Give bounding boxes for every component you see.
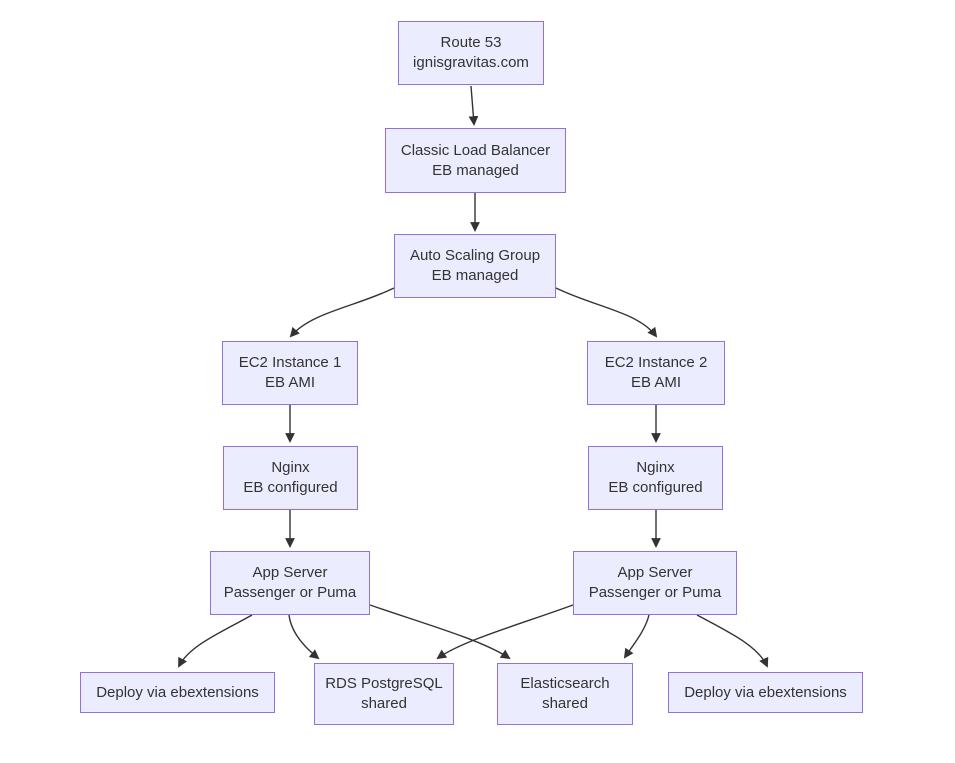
node-sublabel: Passenger or Puma (223, 584, 357, 601)
node-label: App Server (617, 564, 693, 581)
node-nginx-1: Nginx EB configured (223, 446, 358, 510)
node-label: RDS PostgreSQL (325, 675, 443, 692)
node-route53: Route 53 ignisgravitas.com (398, 21, 544, 85)
node-sublabel: EB configured (243, 479, 338, 496)
node-label: EC2 Instance 1 (238, 354, 342, 371)
edge-app-1-to-deploy-1 (178, 614, 253, 668)
edge-app-2-to-rds (436, 604, 574, 660)
node-sublabel: ignisgravitas.com (413, 54, 529, 71)
node-label: Deploy via ebextensions (96, 683, 259, 701)
edge-app-1-to-rds (288, 614, 320, 660)
node-nginx-2: Nginx EB configured (588, 446, 723, 510)
node-label: EC2 Instance 2 (604, 354, 708, 371)
node-sublabel: EB managed (431, 267, 519, 284)
node-app-server-2: App Server Passenger or Puma (573, 551, 737, 615)
node-elasticsearch: Elasticsearch shared (497, 663, 633, 725)
node-auto-scaling-group: Auto Scaling Group EB managed (394, 234, 556, 298)
edge-route53-to-clb (468, 85, 479, 126)
node-sublabel: shared (542, 695, 588, 712)
node-label: Elasticsearch (520, 675, 610, 692)
node-rds-postgresql: RDS PostgreSQL shared (314, 663, 454, 725)
node-sublabel: Passenger or Puma (588, 584, 722, 601)
edge-app-2-to-deploy-2 (696, 614, 769, 668)
node-label: Route 53 (440, 34, 502, 51)
node-label: Nginx (636, 459, 675, 476)
node-deploy-ebextensions-2: Deploy via ebextensions (668, 672, 863, 713)
node-label: Classic Load Balancer (400, 141, 551, 159)
edge-app-2-to-es (623, 614, 650, 659)
node-label: Auto Scaling Group (409, 247, 541, 264)
node-label: App Server (252, 564, 328, 581)
edge-app-1-to-es (369, 604, 511, 660)
node-ec2-instance-1: EC2 Instance 1 EB AMI (222, 341, 358, 405)
node-ec2-instance-2: EC2 Instance 2 EB AMI (587, 341, 725, 405)
node-deploy-ebextensions-1: Deploy via ebextensions (80, 672, 275, 713)
node-sublabel: EB configured (608, 479, 703, 496)
node-app-server-1: App Server Passenger or Puma (210, 551, 370, 615)
node-sublabel: shared (361, 695, 407, 712)
node-label: Deploy via ebextensions (684, 683, 847, 701)
node-sublabel: EB managed (432, 161, 519, 179)
edge-asg-to-ec2-2 (555, 287, 658, 338)
node-sublabel: EB AMI (630, 374, 682, 391)
node-classic-load-balancer: Classic Load Balancer EB managed (385, 128, 566, 193)
node-sublabel: EB AMI (264, 374, 316, 391)
node-label: Nginx (271, 459, 310, 476)
edge-asg-to-ec2-1 (289, 287, 395, 338)
